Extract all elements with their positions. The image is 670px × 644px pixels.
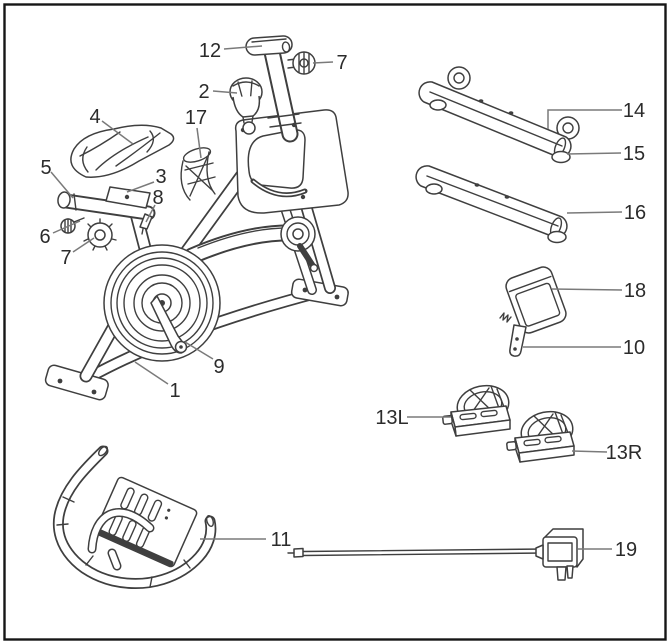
leader-line-5-5 (50, 171, 74, 199)
pedal-right-drawing (505, 406, 578, 463)
leader-line-12-0 (223, 45, 263, 50)
leader-line-14-13 (547, 109, 622, 129)
callout-label-5-5: 5 (40, 157, 51, 179)
handlebar-drawing (52, 445, 217, 589)
bike-assembly-drawing (44, 35, 349, 401)
leader-line-3-6 (126, 181, 155, 193)
callout-label-12-0: 12 (199, 40, 221, 62)
leader-line-16-15 (566, 211, 623, 214)
front-stabilizer-drawing (418, 66, 580, 164)
leader-line-9-10 (184, 341, 214, 360)
callout-label-4-3: 4 (89, 106, 100, 128)
callout-label-7-9: 7 (60, 247, 71, 269)
callout-label-14-13: 14 (623, 100, 645, 122)
callout-label-8-7: 8 (152, 187, 163, 209)
leader-line-2-2 (212, 90, 238, 94)
callout-label-19-20: 19 (615, 539, 637, 561)
callout-label-6-8: 6 (39, 226, 50, 248)
leader-line-1-11 (134, 361, 169, 385)
leader-line-17-4 (196, 127, 202, 159)
callout-label-15-14: 15 (623, 143, 645, 165)
console-drawing (499, 266, 567, 357)
leader-line-7-9 (72, 237, 95, 253)
leader-line-7-1 (312, 61, 334, 64)
callout-label-18-16: 18 (624, 280, 646, 302)
callout-label-13r-19: 13R (606, 442, 643, 464)
callout-label-17-4: 17 (185, 107, 207, 129)
callout-label-10-17: 10 (623, 337, 645, 359)
pedal-left-drawing (442, 384, 511, 437)
callout-label-3-6: 3 (155, 166, 166, 188)
leader-line-4-3 (101, 120, 134, 145)
rear-stabilizer-drawing (415, 165, 568, 244)
leader-line-6-8 (52, 220, 81, 234)
callout-label-1-11: 1 (169, 380, 180, 402)
callout-label-11-12: 11 (271, 529, 292, 551)
power-cable-adapter-drawing (287, 528, 584, 581)
page-border (3, 3, 667, 641)
callout-label-9-10: 9 (213, 356, 224, 378)
callout-label-13l-18: 13L (375, 407, 408, 429)
callout-label-7-1: 7 (336, 52, 347, 74)
leader-line-13r-19 (571, 450, 608, 453)
callout-label-2-2: 2 (198, 81, 209, 103)
callout-label-16-15: 16 (624, 202, 646, 224)
leader-line-15-14 (566, 152, 622, 155)
leader-line-18-16 (551, 288, 623, 291)
leader-line-8-7 (145, 204, 156, 223)
